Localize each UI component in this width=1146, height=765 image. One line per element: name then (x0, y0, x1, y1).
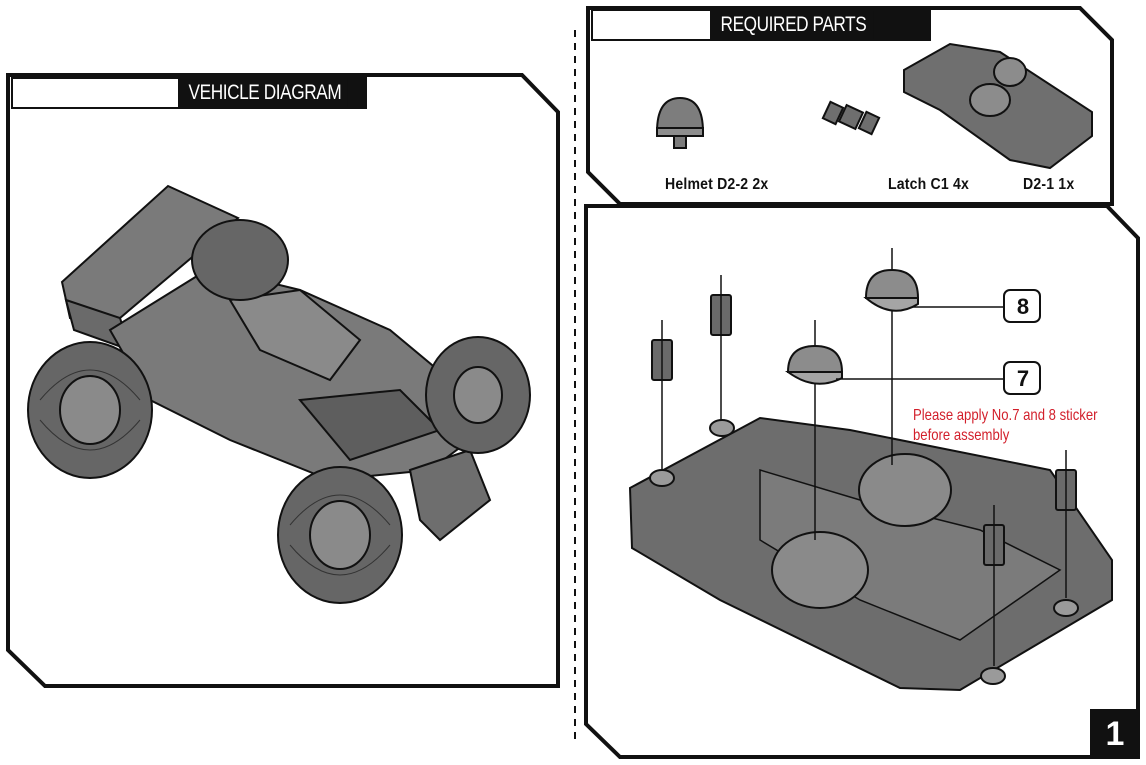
part-label-latch: Latch C1 4x (888, 176, 969, 193)
vehicle-diagram-title: VEHICLE DIAGRAM (182, 79, 348, 107)
seat-right (858, 453, 952, 527)
sticker-note-line2: before assembly (913, 427, 1010, 444)
sticker-note-line1: Please apply No.7 and 8 sticker (913, 407, 1098, 424)
step-number: 1 (1090, 709, 1140, 759)
socket-4 (980, 667, 1006, 685)
sticker-box-8 (1003, 289, 1041, 323)
helmet-icon (655, 96, 705, 149)
socket-1 (649, 469, 675, 487)
helmet-7 (784, 344, 844, 385)
part-label-chassis: D2-1 1x (1023, 176, 1075, 193)
seat-left (771, 531, 869, 609)
required-parts-title: REQUIRED PARTS (714, 11, 873, 39)
part-label-helmet: Helmet D2-2 2x (665, 176, 769, 193)
socket-3 (1053, 599, 1079, 617)
chassis-plate-icon (903, 42, 1093, 170)
sticker-number-7: 7 (1016, 366, 1030, 391)
socket-2 (709, 419, 735, 437)
rear-right-tire (191, 219, 289, 301)
latch-icon (821, 100, 881, 136)
sticker-box-7 (1003, 361, 1041, 395)
helmet-8 (863, 268, 920, 312)
sticker-number-8: 8 (1016, 294, 1030, 319)
